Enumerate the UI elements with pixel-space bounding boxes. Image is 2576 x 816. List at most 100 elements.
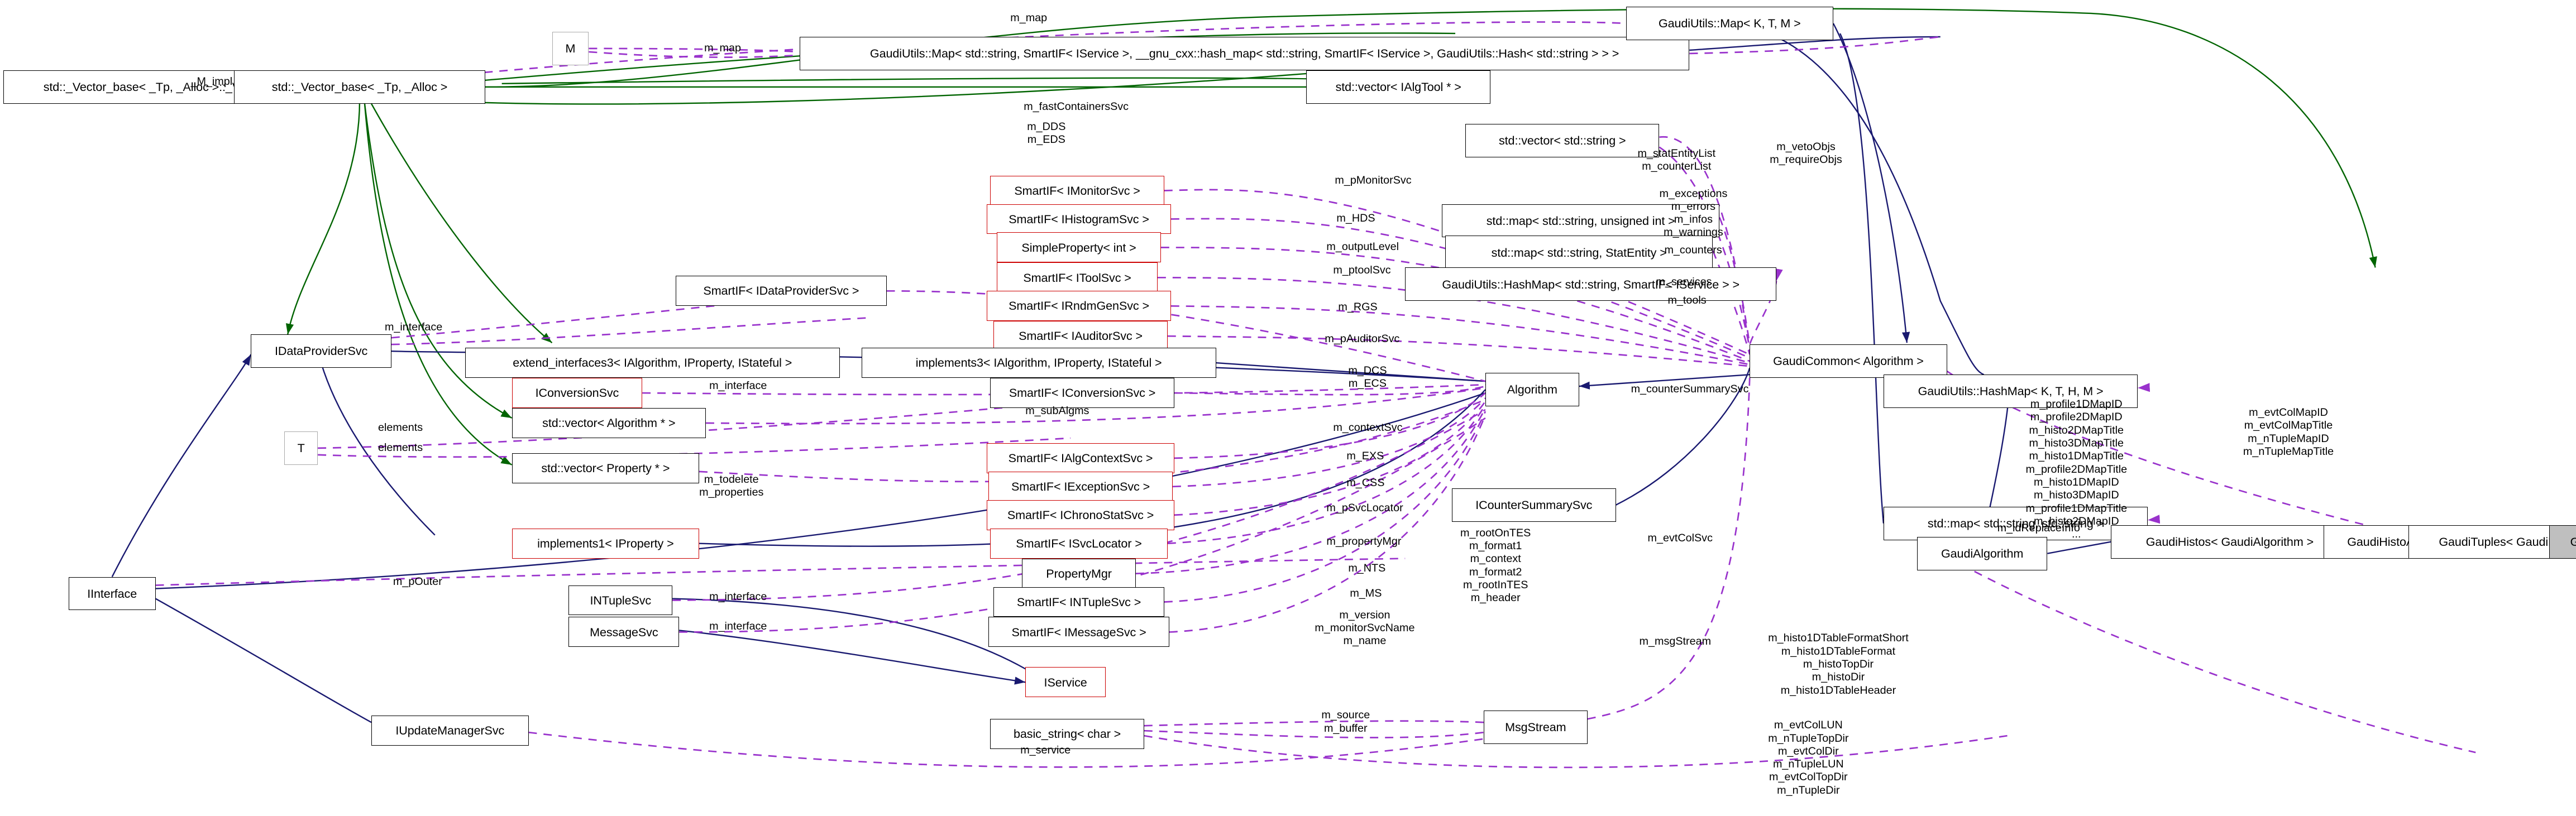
class-node-M[interactable]: M (552, 31, 589, 65)
class-node-label: GaudiTupleAlg (2570, 534, 2576, 549)
class-node-hashmap_kthm[interactable]: GaudiUtils::HashMap< K, T, H, M > (1883, 375, 2138, 408)
class-node-smartif_chrono[interactable]: SmartIF< IChronoStatSvc > (987, 500, 1174, 530)
class-node-smartif_excep[interactable]: SmartIF< IExceptionSvc > (988, 471, 1173, 502)
class-node-gaudituplealg[interactable]: GaudiTupleAlg (2549, 525, 2576, 559)
class-node-vec_ialgtool[interactable]: std::vector< IAlgTool * > (1306, 70, 1490, 104)
class-node-label: SmartIF< IAuditorSvc > (1019, 329, 1143, 343)
class-node-smartif_algctx[interactable]: SmartIF< IAlgContextSvc > (987, 443, 1174, 473)
class-node-smartif_histo[interactable]: SmartIF< IHistogramSvc > (987, 204, 1171, 234)
class-node-iupdatemgrsvc[interactable]: IUpdateManagerSvc (371, 716, 529, 746)
edge-label-l_m_pmonitorsvc: m_pMonitorSvc (1335, 174, 1412, 186)
class-node-label: SmartIF< IChronoStatSvc > (1007, 507, 1154, 522)
class-node-idataprovidersvc[interactable]: IDataProviderSvc (251, 334, 391, 368)
class-node-label: SmartIF< IMonitorSvc > (1014, 183, 1140, 198)
class-node-iconversionsvc[interactable]: IConversionSvc (512, 378, 643, 408)
class-node-label: SmartIF< IMessageSvc > (1011, 625, 1146, 639)
class-node-gaudihistos[interactable]: GaudiHistos< GaudiAlgorithm > (2111, 525, 2349, 559)
class-node-label: IDataProviderSvc (275, 344, 368, 358)
edge-label-l_m_service: m_service (1020, 744, 1071, 757)
class-node-label: SmartIF< IExceptionSvc > (1011, 479, 1150, 494)
edge-label-l_m_exs: m_EXS (1346, 449, 1384, 462)
class-node-smartif_ntuple[interactable]: SmartIF< INTupleSvc > (993, 587, 1164, 617)
edge-label-l_elements_1: elements (377, 421, 423, 434)
edge-label-l_m_outputlevel: m_outputLevel (1326, 241, 1399, 253)
class-node-implements3[interactable]: implements3< IAlgorithm, IProperty, ISta… (861, 348, 1216, 378)
class-node-label: Algorithm (1507, 382, 1557, 397)
class-node-smartif_idataprov[interactable]: SmartIF< IDataProviderSvc > (676, 276, 887, 306)
class-node-icountersummarysvc[interactable]: ICounterSummarySvc (1452, 488, 1616, 522)
class-node-iinterface[interactable]: IInterface (68, 577, 156, 611)
edge-label-l_m_css: m_CSS (1346, 476, 1385, 489)
edge-label-l_m_interface_msg: m_interface (709, 620, 767, 633)
class-node-label: extend_interfaces3< IAlgorithm, IPropert… (513, 356, 792, 370)
class-node-label: GaudiUtils::HashMap< K, T, H, M > (1918, 384, 2104, 399)
class-node-vec_property[interactable]: std::vector< Property * > (512, 453, 700, 483)
class-node-label: implements1< IProperty > (537, 536, 674, 550)
class-node-label: GaudiAlgorithm (1941, 546, 2024, 560)
class-node-map_str_svc[interactable]: GaudiUtils::Map< std::string, SmartIF< I… (799, 36, 1690, 70)
class-node-smartif_rndm[interactable]: SmartIF< IRndmGenSvc > (987, 291, 1171, 321)
edge-label-l_m_psvclocator: m_pSvcLocator (1326, 501, 1403, 514)
class-node-smartif_msg[interactable]: SmartIF< IMessageSvc > (988, 617, 1169, 647)
edge-label-l_m_propertymgr: m_propertyMgr (1326, 535, 1402, 548)
class-node-label: MsgStream (1505, 720, 1566, 735)
edge-label-l_m_map_top: m_map (1010, 11, 1048, 24)
class-node-label: SmartIF< IRndmGenSvc > (1009, 299, 1149, 313)
edge-label-l_m_fastcontainers: m_fastContainersSvc (1024, 100, 1129, 113)
class-node-implements1[interactable]: implements1< IProperty > (512, 528, 700, 559)
edge-label-l_m_ms: m_MS (1350, 587, 1382, 599)
class-node-smartif_tool[interactable]: SmartIF< IToolSvc > (997, 262, 1158, 293)
class-node-map_ktm[interactable]: GaudiUtils::Map< K, T, M > (1626, 6, 1833, 40)
edge-label-l_m_subalgms: m_subAlgms (1025, 405, 1089, 417)
class-node-label: ICounterSummarySvc (1475, 497, 1593, 512)
edge-label-l_m_auditorsvc: m_pAuditorSvc (1325, 333, 1400, 345)
edge-label-l_m_idreplaceinfo: m_idReplaceInfo (1997, 521, 2080, 534)
edge-label-l_M_impl: _M_impl (190, 75, 233, 88)
class-node-vec_string[interactable]: std::vector< std::string > (1465, 123, 1660, 157)
class-node-map_str_str[interactable]: std::map< std::string, std::string > (1883, 506, 2148, 540)
class-node-intuplesvc[interactable]: INTupleSvc (568, 585, 673, 616)
class-node-gaudicommon[interactable]: GaudiCommon< Algorithm > (1750, 344, 1947, 378)
class-node-vector_base[interactable]: std::_Vector_base< _Tp, _Alloc > (234, 70, 485, 104)
class-node-smartif_conv[interactable]: SmartIF< IConversionSvc > (990, 378, 1174, 408)
class-node-T[interactable]: T (284, 431, 318, 465)
class-node-msgstream[interactable]: MsgStream (1483, 711, 1588, 745)
edge-label-l_m_contextsvc: m_contextSvc (1333, 421, 1403, 434)
class-node-smartif_auditor[interactable]: SmartIF< IAuditorSvc > (993, 321, 1168, 352)
class-node-label: std::vector< Property * > (541, 461, 670, 476)
edge-label-l_m_services: m_services (1656, 276, 1712, 289)
edge-label-l_m_avtcolsvc: m_evtColSvc (1647, 531, 1713, 544)
class-node-label: std::vector< Algorithm * > (542, 416, 676, 430)
class-node-label: std::map< std::string, StatEntity > (1491, 245, 1667, 260)
class-node-simpleprop_int[interactable]: SimpleProperty< int > (997, 232, 1161, 263)
edge-label-l_m_rgs: m_RGS (1338, 301, 1378, 314)
class-node-iservice[interactable]: IService (1025, 667, 1106, 698)
class-node-hashmap_str_svc[interactable]: GaudiUtils::HashMap< std::string, SmartI… (1405, 267, 1777, 301)
class-node-gaudituples[interactable]: GaudiTuples< GaudiHistoAlg > (2408, 525, 2576, 559)
class-node-label: GaudiCommon< Algorithm > (1773, 354, 1924, 368)
class-node-label: implements3< IAlgorithm, IProperty, ISta… (915, 356, 1162, 370)
class-node-label: std::map< std::string, std::string > (1927, 516, 2104, 530)
class-node-map_str_uint[interactable]: std::map< std::string, unsigned int > (1442, 204, 1720, 238)
class-node-vec_algorithm[interactable]: std::vector< Algorithm * > (512, 408, 706, 438)
class-node-messagesvc[interactable]: MessageSvc (568, 617, 680, 647)
class-node-smartif_monitor[interactable]: SmartIF< IMonitorSvc > (990, 175, 1164, 206)
edge-label-l_m_interface_ntuple: m_interface (709, 590, 767, 603)
edge-label-l_m_ptoolsvc: m_ptoolSvc (1333, 264, 1391, 277)
class-node-extend_if3[interactable]: extend_interfaces3< IAlgorithm, IPropert… (465, 348, 840, 378)
class-node-basic_string[interactable]: basic_string< char > (990, 719, 1144, 750)
class-node-algorithm[interactable]: Algorithm (1485, 373, 1579, 406)
edge-label-l_m_interface_conv: m_interface (709, 380, 767, 392)
class-node-smartif_svcloc[interactable]: SmartIF< ISvcLocator > (990, 528, 1168, 559)
class-node-propertymgr[interactable]: PropertyMgr (1022, 558, 1136, 589)
class-node-label: PropertyMgr (1046, 566, 1112, 580)
class-node-gaudialgorithm[interactable]: GaudiAlgorithm (1917, 536, 2048, 570)
